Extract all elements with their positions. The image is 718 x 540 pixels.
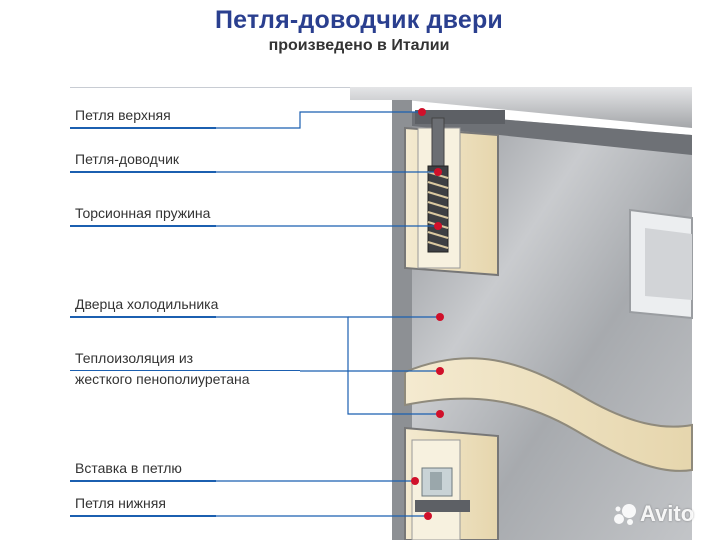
divider-fridge-door — [70, 316, 216, 318]
countertop — [350, 87, 692, 128]
avito-logo-icon — [614, 504, 636, 525]
avito-watermark: Avito — [640, 501, 695, 526]
leader-fridge-door — [215, 316, 440, 415]
label-insulation-line1: Теплоизоляция из — [75, 350, 194, 366]
label-top-hinge: Петля верхняя — [75, 107, 171, 123]
leader-top-hinge — [215, 111, 422, 129]
insulation-wave — [404, 357, 693, 472]
marker-hinge-insert — [411, 477, 419, 485]
divider-hinge-insert — [70, 480, 216, 482]
hinge-top-plate — [415, 110, 505, 124]
marker-fridge-door-lower — [436, 410, 444, 418]
marker-fridge-door — [436, 313, 444, 321]
marker-top-hinge — [418, 108, 426, 116]
marker-closer-hinge — [434, 168, 442, 176]
top-rule — [70, 87, 350, 88]
divider-insulation — [70, 370, 300, 371]
label-fridge-door: Дверца холодильника — [75, 296, 219, 312]
label-hinge-insert: Вставка в петлю — [75, 460, 182, 476]
diagram-title: Петля-доводчик двери — [214, 6, 504, 34]
label-torsion-spring: Торсионная пружина — [75, 205, 211, 221]
divider-torsion-spring — [70, 225, 216, 227]
bottom-hinge-plate — [415, 500, 470, 512]
door-handle-recess — [645, 228, 692, 300]
divider-bottom-hinge — [70, 515, 216, 517]
label-bottom-hinge: Петля нижняя — [75, 495, 166, 511]
diagram-subtitle: произведено в Италии — [268, 37, 450, 54]
spring-housing — [427, 165, 449, 253]
marker-insulation — [436, 367, 444, 375]
divider-closer-hinge — [70, 171, 216, 173]
label-insulation-line2: жесткого пенополиуретана — [75, 371, 250, 387]
label-closer-hinge: Петля-доводчик — [75, 151, 180, 167]
leader-lines — [215, 111, 440, 517]
divider-top-hinge — [70, 127, 216, 129]
marker-bottom-hinge — [424, 512, 432, 520]
hinge-pin — [431, 117, 445, 167]
marker-torsion-spring — [434, 222, 442, 230]
marker-dots — [411, 108, 444, 520]
hinge-insert-detail — [430, 472, 442, 490]
